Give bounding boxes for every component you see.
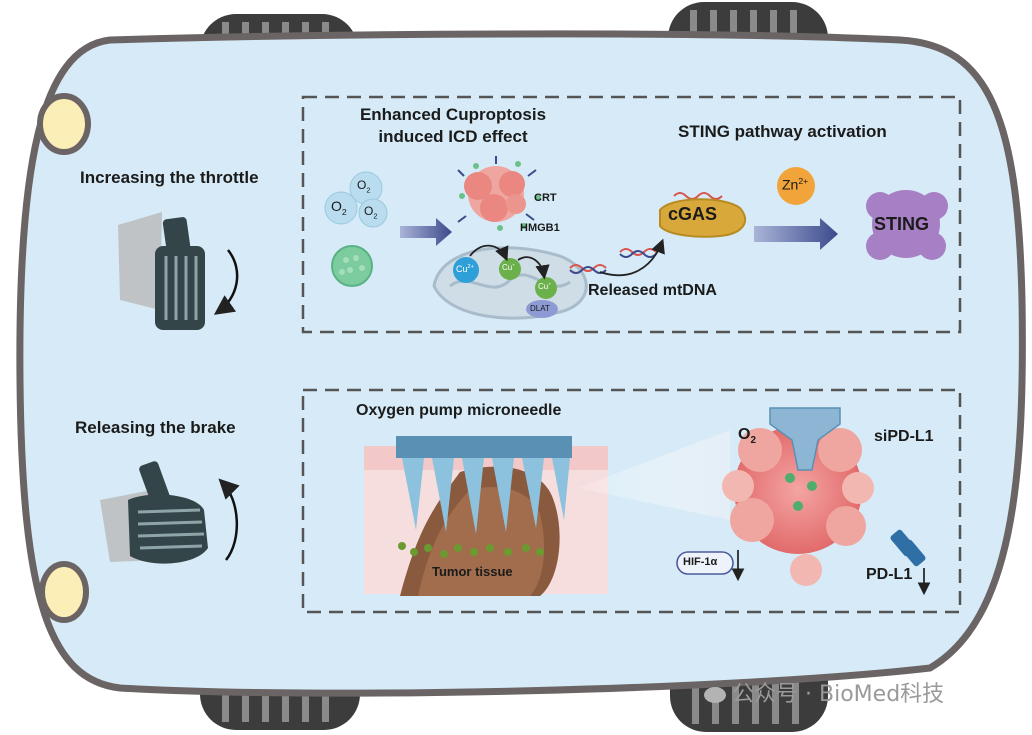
brake-label: Releasing the brake (75, 418, 236, 437)
zoom-beam (578, 430, 730, 520)
zinc-ion (777, 167, 815, 205)
sting-label: STING (874, 214, 930, 234)
nanoparticle-sphere (331, 245, 373, 287)
o2-closeup-label: O2 (738, 426, 756, 446)
throttle-pedal-icon (118, 212, 239, 330)
headlight-bottom (39, 561, 89, 623)
cu1-label-a: Cu+ (502, 263, 515, 272)
hif-label: HIF-1α (683, 556, 718, 568)
o2-sub: 2 (750, 435, 756, 447)
dying-tumor-cell (457, 156, 541, 231)
hmgb1-label: HMGB1 (520, 222, 560, 234)
tumor-tissue-label: Tumor tissue (432, 564, 513, 579)
o2-sub: 2 (341, 206, 347, 217)
watermark: 公众号 · BioMed科技 (704, 676, 944, 708)
watermark-platform: 公众号 (732, 682, 799, 707)
cu-base: Cu (456, 264, 468, 274)
sting-protein (866, 190, 948, 260)
dlat-protein (526, 300, 558, 318)
o2-base: O (364, 204, 374, 218)
o2-label-a: O2 (357, 178, 370, 194)
crt-label: CRT (534, 192, 557, 204)
microneedle-patch (396, 436, 572, 534)
cgas-enzyme (659, 198, 747, 238)
microneedle-title: Oxygen pump microneedle (356, 402, 562, 419)
tumor-closeup (722, 426, 874, 586)
o2-base: O (738, 426, 751, 443)
cu-base: Cu (502, 263, 513, 272)
headlight-top (37, 93, 91, 155)
cu1-sup: + (512, 263, 516, 269)
top-panel-border (301, 95, 962, 334)
o2-base: O (357, 178, 367, 192)
cu1-sup: + (548, 282, 552, 288)
pdl1-receptor-icon (890, 529, 926, 567)
sting-pathway-title: STING pathway activation (678, 122, 887, 141)
o2-base: O (331, 198, 342, 214)
sipdl1-label: siPD-L1 (874, 428, 934, 445)
cu1-ion-a (499, 258, 521, 280)
cuproptosis-title-line1: Enhanced Cuproptosis (359, 105, 547, 124)
released-mtdna-label: Released mtDNA (588, 282, 717, 299)
cu2-label: Cu2+ (456, 264, 474, 274)
throttle-label: Increasing the throttle (80, 168, 259, 187)
hif-badge (676, 551, 734, 575)
cu-base: Cu (538, 282, 549, 291)
arrow-to-sting (754, 218, 838, 250)
cu1-label-b: Cu+ (538, 282, 551, 291)
arrow-to-cell (400, 218, 452, 246)
cuproptosis-title: Enhanced Cuproptosis induced ICD effect (346, 104, 560, 148)
watermark-separator: · (805, 682, 813, 707)
zn-sup: 2+ (798, 176, 809, 186)
brake-pedal-icon (100, 461, 240, 564)
o2-sub: 2 (373, 211, 378, 221)
pdl1-label: PD-L1 (866, 566, 913, 583)
o2-bubbles (324, 171, 388, 228)
cgas-label: cGAS (668, 204, 718, 224)
zn-base: Zn (782, 176, 799, 193)
o2-label-c: O2 (364, 204, 377, 220)
wechat-icon (704, 687, 726, 703)
closeup-needle (769, 407, 841, 471)
mtdna-strands (569, 192, 723, 274)
o2-sub: 2 (366, 185, 371, 195)
zn-label: Zn2+ (782, 176, 808, 193)
watermark-account: BioMed科技 (819, 682, 945, 707)
cuproptosis-title-line2: induced ICD effect (378, 127, 528, 146)
o2-label-b: O2 (331, 198, 347, 217)
cu2-ion (453, 257, 479, 283)
skin-tissue (364, 446, 608, 596)
dlat-label: DLAT (530, 304, 550, 313)
cu1-ion-b (535, 277, 557, 299)
cu2-sup: 2+ (467, 264, 474, 270)
